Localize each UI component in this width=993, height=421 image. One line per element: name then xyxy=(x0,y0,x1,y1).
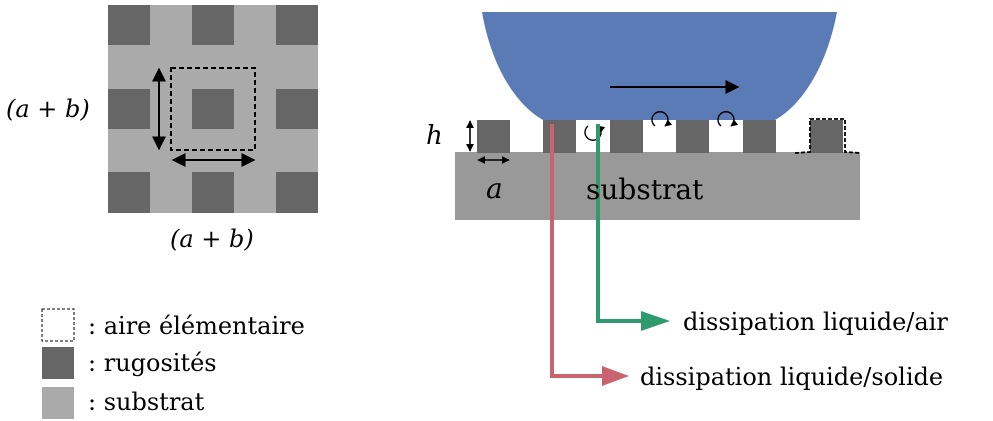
dissipation-air-arrow xyxy=(596,124,643,323)
vertical-dimension-label: (a + b) xyxy=(6,95,90,123)
legend: : aire élémentaire : rugosités : substra… xyxy=(41,308,305,419)
grid-roughness xyxy=(192,89,234,129)
legend-swatch-elementary-area xyxy=(41,308,75,342)
substrate-label: substrat xyxy=(586,173,704,206)
grid-roughness xyxy=(276,172,318,213)
grid-roughness xyxy=(276,89,318,129)
dissipation-solid-arrowhead xyxy=(602,366,629,386)
dissipation-solid-label: dissipation liquide/solide xyxy=(640,363,943,391)
roughness-pillar xyxy=(477,120,510,153)
grid-roughness xyxy=(108,89,150,129)
grid-roughness xyxy=(108,172,150,213)
legend-label-substrate: : substrat xyxy=(88,388,205,416)
liquid-drop xyxy=(482,12,837,120)
substrate-block xyxy=(455,152,860,220)
grid-roughness xyxy=(192,5,234,45)
legend-swatch-roughness xyxy=(42,347,74,379)
elementary-area-outline xyxy=(794,118,861,154)
legend-label-elementary-area: : aire élémentaire xyxy=(88,312,305,340)
roughness-pillar-elementary xyxy=(810,120,843,153)
grid-roughness xyxy=(192,172,234,213)
grid-roughness xyxy=(276,5,318,45)
width-label: a xyxy=(486,172,503,205)
legend-label-roughness: : rugosités xyxy=(88,349,217,377)
vortex-icon xyxy=(651,111,673,127)
top-view-grid xyxy=(108,5,318,213)
roughness-pillar xyxy=(543,120,576,153)
dissipation-air-arrowhead xyxy=(641,311,670,331)
dissipation-solid-arrow xyxy=(550,124,604,378)
roughness-pillar xyxy=(610,120,643,153)
height-label: h xyxy=(426,121,443,151)
roughness-pillar xyxy=(676,120,709,153)
vortex-icon xyxy=(584,125,606,141)
roughness-pillar xyxy=(743,120,776,153)
horizontal-dimension-label: (a + b) xyxy=(170,225,254,253)
legend-swatch-substrate xyxy=(42,387,74,419)
grid-roughness xyxy=(108,5,150,45)
elementary-area-box xyxy=(170,67,256,151)
vortex-icon xyxy=(717,111,739,127)
cross-section xyxy=(455,12,861,386)
dissipation-air-label: dissipation liquide/air xyxy=(683,308,948,336)
